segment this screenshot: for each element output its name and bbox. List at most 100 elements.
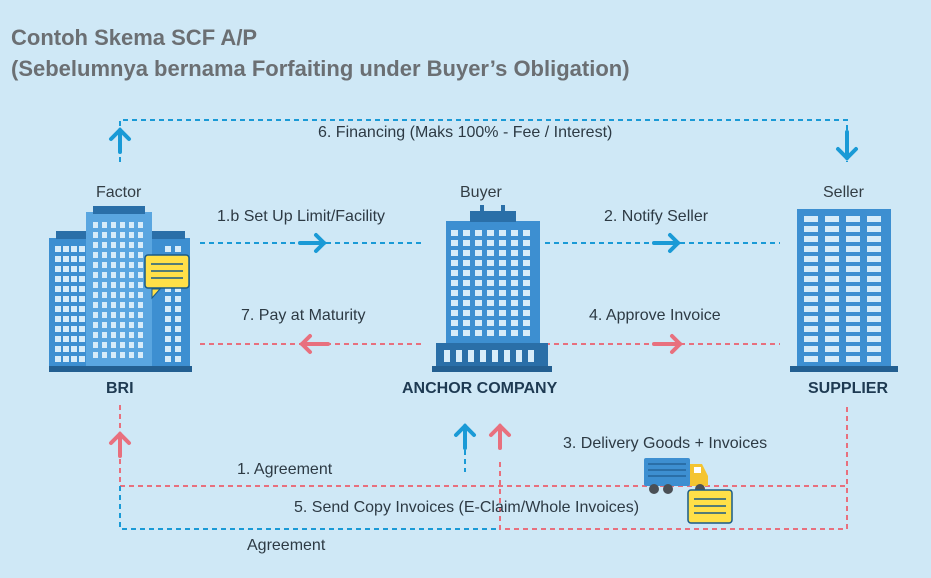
window	[499, 270, 506, 276]
window	[846, 326, 860, 332]
window	[111, 242, 116, 248]
window	[138, 322, 143, 328]
window	[102, 282, 107, 288]
window	[846, 216, 860, 222]
window	[456, 350, 462, 362]
window	[102, 272, 107, 278]
window	[475, 290, 482, 296]
factor-label: Factor	[96, 184, 142, 201]
window	[475, 310, 482, 316]
title-line-1: Contoh Skema SCF A/P	[11, 25, 258, 50]
window	[825, 286, 839, 292]
building-icon	[49, 206, 192, 372]
window	[825, 316, 839, 322]
arrow-right-icon	[652, 233, 681, 253]
window	[511, 230, 518, 236]
truck-icon	[644, 458, 708, 494]
window	[102, 322, 107, 328]
window	[523, 280, 530, 286]
window	[93, 352, 98, 358]
window	[93, 312, 98, 318]
window	[492, 350, 498, 362]
window	[63, 256, 69, 262]
window	[55, 326, 61, 332]
window	[804, 326, 818, 332]
window	[867, 286, 881, 292]
window	[499, 240, 506, 246]
window	[79, 266, 85, 272]
window	[504, 350, 510, 362]
window	[111, 262, 116, 268]
window	[165, 316, 171, 322]
window	[825, 296, 839, 302]
window	[165, 246, 171, 252]
window	[55, 246, 61, 252]
window	[463, 290, 470, 296]
window	[175, 336, 181, 342]
window	[475, 300, 482, 306]
window	[55, 356, 61, 362]
window	[528, 350, 534, 362]
window	[475, 330, 482, 336]
window	[475, 270, 482, 276]
window	[79, 326, 85, 332]
window	[487, 260, 494, 266]
window	[111, 332, 116, 338]
window	[463, 260, 470, 266]
window	[138, 252, 143, 258]
window	[846, 286, 860, 292]
window	[825, 246, 839, 252]
send-copy-label: 5. Send Copy Invoices (E-Claim/Whole Inv…	[294, 499, 640, 516]
note-icon	[687, 489, 733, 524]
window	[846, 346, 860, 352]
window	[79, 306, 85, 312]
window	[138, 312, 143, 318]
window	[129, 272, 134, 278]
window	[93, 232, 98, 238]
title-line-2: (Sebelumnya bernama Forfaiting under Buy…	[11, 56, 630, 81]
window	[867, 256, 881, 262]
window	[825, 266, 839, 272]
window	[846, 246, 860, 252]
window	[165, 296, 171, 302]
agreement-1-label: 1. Agreement	[237, 461, 333, 478]
window	[102, 252, 107, 258]
window	[79, 356, 85, 362]
window	[499, 320, 506, 326]
window	[111, 342, 116, 348]
window	[63, 296, 69, 302]
window	[165, 326, 171, 332]
window	[804, 316, 818, 322]
window	[93, 272, 98, 278]
window	[120, 282, 125, 288]
window	[867, 246, 881, 252]
window	[451, 240, 458, 246]
arrow-right-icon	[652, 334, 683, 354]
window	[468, 350, 474, 362]
window	[129, 332, 134, 338]
window	[846, 296, 860, 302]
window	[463, 330, 470, 336]
window	[451, 260, 458, 266]
arrow-up-icon	[109, 431, 131, 458]
window	[102, 332, 107, 338]
window	[120, 352, 125, 358]
window	[129, 352, 134, 358]
window	[55, 296, 61, 302]
window	[93, 302, 98, 308]
window	[79, 296, 85, 302]
window	[487, 290, 494, 296]
window	[499, 260, 506, 266]
window	[867, 276, 881, 282]
window	[102, 262, 107, 268]
window	[475, 250, 482, 256]
arrow-down-icon	[836, 130, 858, 161]
window	[511, 260, 518, 266]
window	[138, 352, 143, 358]
window	[451, 250, 458, 256]
window	[480, 350, 486, 362]
window	[71, 346, 77, 352]
window	[175, 296, 181, 302]
window	[523, 240, 530, 246]
